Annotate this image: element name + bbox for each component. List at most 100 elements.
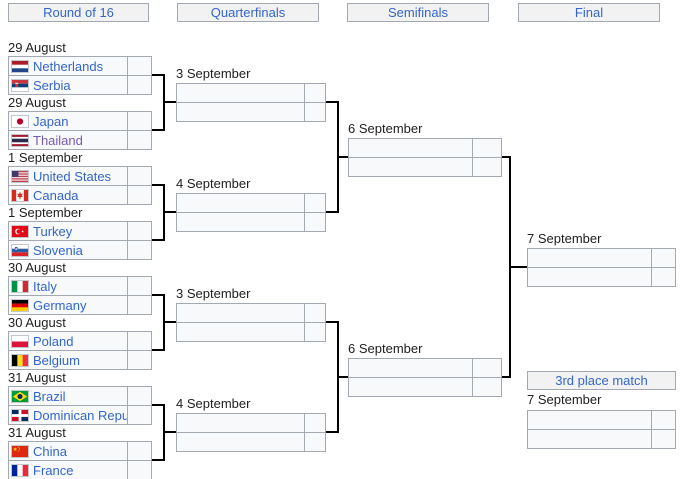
empty-team-slot [177,84,304,102]
qf-match-4 [176,413,326,452]
empty-team-slot [528,430,651,448]
score-cell [127,241,151,259]
team-row [528,411,675,429]
round-of-16-link[interactable]: Round of 16 [43,5,114,20]
team-link-canada[interactable]: Canada [33,187,79,203]
flag-dominican-republic-icon [12,409,28,421]
empty-team-slot [177,323,304,341]
team-row [349,359,501,377]
flag-canada-icon [12,189,28,201]
team-link-dominican-republic[interactable]: Dominican Republic [33,407,127,423]
score-cell [127,387,151,405]
score-cell [304,433,325,451]
score-cell [127,57,151,75]
score-cell [651,268,675,286]
sf-match-2 [348,358,502,397]
score-cell [127,332,151,350]
score-cell [304,323,325,341]
team-link-serbia[interactable]: Serbia [33,77,71,93]
sf-match-1 [348,138,502,177]
match-date: 29 August [8,95,66,110]
bracket-connector [326,321,338,323]
flag-thailand-icon [12,134,28,146]
team-cell: Netherlands [9,57,127,75]
bracket-connector [326,101,338,103]
team-link-brazil[interactable]: Brazil [33,388,66,404]
bracket-connector [163,101,176,103]
team-cell: Germany [9,296,127,314]
team-row: Slovenia [9,240,151,259]
empty-team-slot [528,411,651,429]
team-row: Thailand [9,130,151,149]
header-semifinals: Semifinals [347,3,489,22]
team-link-netherlands[interactable]: Netherlands [33,58,104,74]
team-row [528,429,675,448]
score-cell [127,186,151,204]
r16-match-5: Italy Germany [8,276,152,315]
bracket-connector [502,376,510,378]
team-row [528,249,675,267]
r16-match-7: Brazil Dominican Republic [8,386,152,425]
team-link-thailand[interactable]: Thailand [33,132,83,148]
team-row: Brazil [9,387,151,405]
team-cell: Serbia [9,76,127,94]
qf-match-3 [176,303,326,342]
third-place-link[interactable]: 3rd place match [555,373,648,388]
team-row [349,157,501,176]
team-cell: Thailand [9,131,127,149]
empty-team-slot [177,414,304,432]
bracket-connector [326,431,338,433]
score-cell [304,414,325,432]
team-link-germany[interactable]: Germany [33,297,87,313]
team-link-japan[interactable]: Japan [33,113,69,129]
empty-team-slot [349,359,472,377]
bracket-connector [163,321,176,323]
team-link-china[interactable]: China [33,443,67,459]
score-cell [127,351,151,369]
team-cell: Poland [9,332,127,350]
quarterfinals-link[interactable]: Quarterfinals [210,5,286,20]
flag-belgium-icon [12,354,28,366]
match-date: 29 August [8,40,66,55]
bracket-connector [152,74,164,76]
flag-poland-icon [12,335,28,347]
match-date: 7 September [527,392,602,407]
team-link-turkey[interactable]: Turkey [33,223,73,239]
third-place-match [527,410,676,449]
flag-japan-icon [12,115,28,127]
r16-match-4: Turkey Slovenia [8,221,152,260]
semifinals-link[interactable]: Semifinals [388,5,448,20]
bracket-connector [152,129,164,131]
team-link-belgium[interactable]: Belgium [33,352,80,368]
bracket-connector [163,431,176,433]
match-date: 3 September [176,286,251,301]
team-cell: Dominican Republic [9,406,127,424]
team-link-italy[interactable]: Italy [33,278,57,294]
final-link[interactable]: Final [574,5,604,20]
flag-netherlands-icon [12,60,28,72]
final-match [527,248,676,287]
flag-serbia-icon [12,79,28,91]
match-date: 6 September [348,341,423,356]
empty-team-slot [349,158,472,176]
score-cell [304,84,325,102]
team-row [177,414,325,432]
team-row [177,102,325,121]
team-link-poland[interactable]: Poland [33,333,74,349]
team-row: Dominican Republic [9,405,151,424]
team-link-slovenia[interactable]: Slovenia [33,242,83,258]
bracket-connector [152,239,164,241]
team-cell: France [9,461,127,479]
team-link-united-states[interactable]: United States [33,168,112,184]
score-cell [651,411,675,429]
bracket-connector [509,266,527,268]
team-cell: Belgium [9,351,127,369]
team-cell: Italy [9,277,127,295]
match-date: 30 August [8,260,66,275]
match-date: 1 September [8,150,83,165]
flag-germany-icon [12,299,28,311]
team-row: Poland [9,332,151,350]
qf-match-2 [176,193,326,232]
match-date: 31 August [8,425,66,440]
team-link-france[interactable]: France [33,462,74,478]
